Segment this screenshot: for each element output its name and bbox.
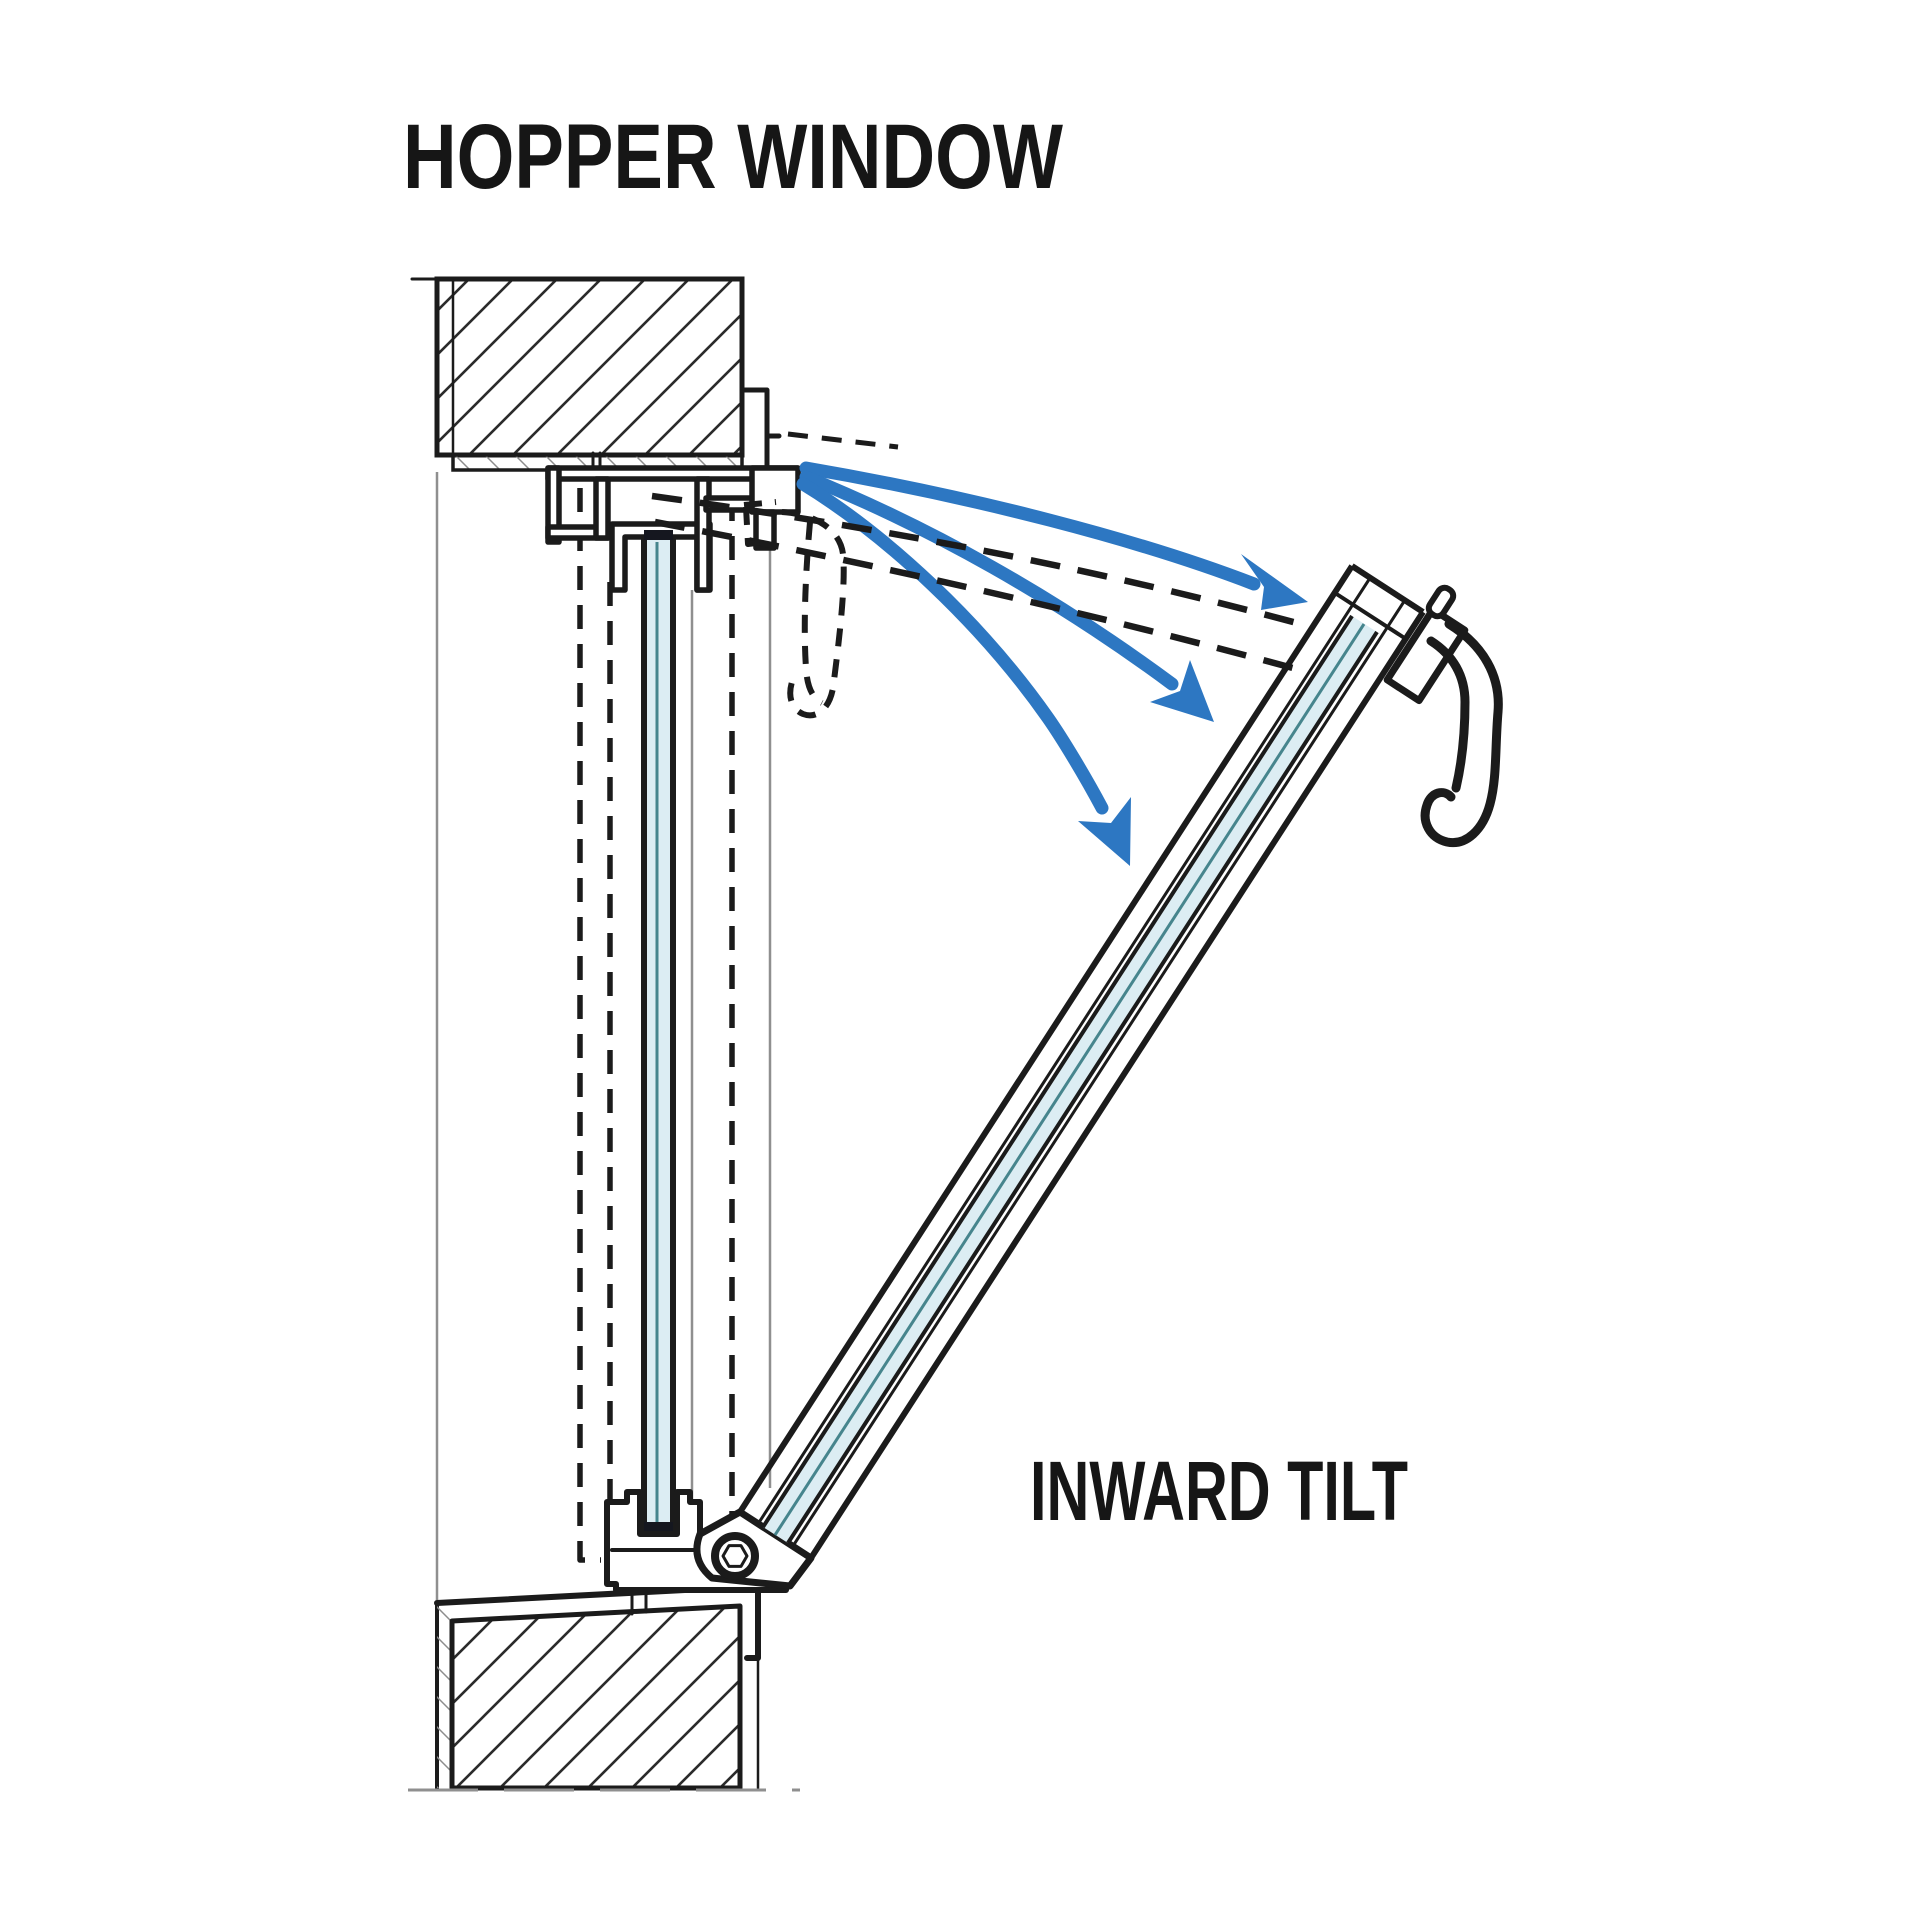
arrow-head bbox=[1150, 660, 1214, 722]
tilt-arrow bbox=[799, 461, 1308, 610]
glazing-gasket-bottom bbox=[644, 1522, 673, 1532]
tilt-label: INWARD TILT bbox=[1030, 1444, 1408, 1538]
hidden-projection-lines bbox=[577, 431, 899, 1563]
closed-handle-outline bbox=[743, 499, 847, 719]
wall-section-top bbox=[410, 276, 782, 473]
arrow-shaft bbox=[796, 477, 1109, 815]
pivot-hinge bbox=[711, 1532, 759, 1580]
handle-pin bbox=[1425, 584, 1457, 620]
window-handle bbox=[1383, 584, 1503, 848]
tilt-arrow bbox=[796, 477, 1131, 866]
head-frame-profile bbox=[545, 465, 801, 593]
swing-projection-lines bbox=[651, 492, 1309, 672]
wall-section-bottom bbox=[408, 1547, 800, 1792]
arrow-head bbox=[1241, 554, 1308, 610]
arrow-shaft bbox=[799, 470, 1179, 691]
hex-screw-icon bbox=[721, 1544, 749, 1568]
handle-lever bbox=[1420, 619, 1503, 848]
open-sash bbox=[693, 563, 1426, 1590]
tilt-arrow bbox=[799, 470, 1214, 722]
diagram-title: HOPPER WINDOW bbox=[403, 106, 1063, 208]
glazing-gasket-top bbox=[644, 530, 673, 540]
closed-sash-glazing bbox=[641, 530, 676, 1535]
arrow-shaft bbox=[799, 461, 1261, 591]
arrow-head bbox=[1078, 797, 1131, 866]
construction-lines bbox=[435, 472, 772, 1600]
sash-top-cap bbox=[1350, 563, 1425, 615]
